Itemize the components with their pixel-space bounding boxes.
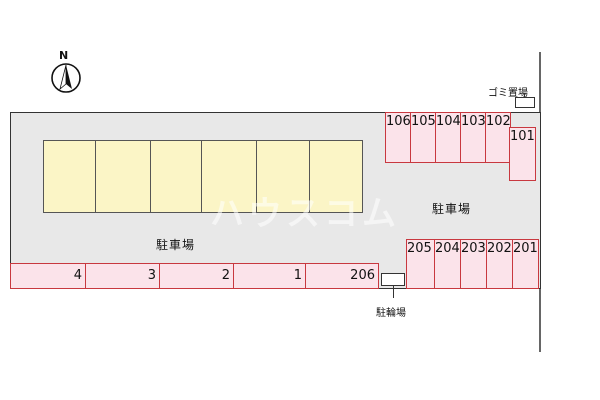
bicycle-parking-marker-line (393, 286, 394, 298)
parking-space-2: 2 (159, 263, 234, 289)
unit-101: 101 (509, 127, 536, 181)
unit-105: 105 (410, 112, 436, 163)
parking-slot (309, 140, 363, 213)
parking-label-right: 駐車場 (432, 202, 472, 216)
unit-206: 206 (305, 263, 379, 289)
parking-slot (150, 140, 202, 213)
parking-slot (201, 140, 257, 213)
unit-201: 201 (512, 239, 539, 289)
unit-104: 104 (435, 112, 461, 163)
trash-area-marker-line (524, 93, 525, 98)
trash-area-box (515, 97, 535, 108)
unit-102: 102 (485, 112, 511, 163)
compass-icon (51, 63, 81, 93)
unit-103: 103 (460, 112, 486, 163)
parking-slot (43, 140, 96, 213)
parking-slot (95, 140, 151, 213)
unit-202: 202 (486, 239, 513, 289)
parking-space-1: 1 (233, 263, 306, 289)
unit-106: 106 (385, 112, 411, 163)
unit-203: 203 (460, 239, 487, 289)
unit-205: 205 (406, 239, 435, 289)
bicycle-parking-box (381, 273, 405, 286)
trash-area-label: ゴミ置場 (488, 88, 528, 99)
unit-204: 204 (434, 239, 461, 289)
bicycle-parking-label: 駐輪場 (376, 308, 406, 319)
watermark: ハウスコム (210, 194, 400, 234)
parking-space-3: 3 (85, 263, 160, 289)
parking-label-left: 駐車場 (156, 238, 196, 252)
parking-space-4: 4 (10, 263, 86, 289)
compass-north-label: N (59, 49, 69, 62)
parking-slot (256, 140, 310, 213)
compass: N (48, 49, 84, 96)
